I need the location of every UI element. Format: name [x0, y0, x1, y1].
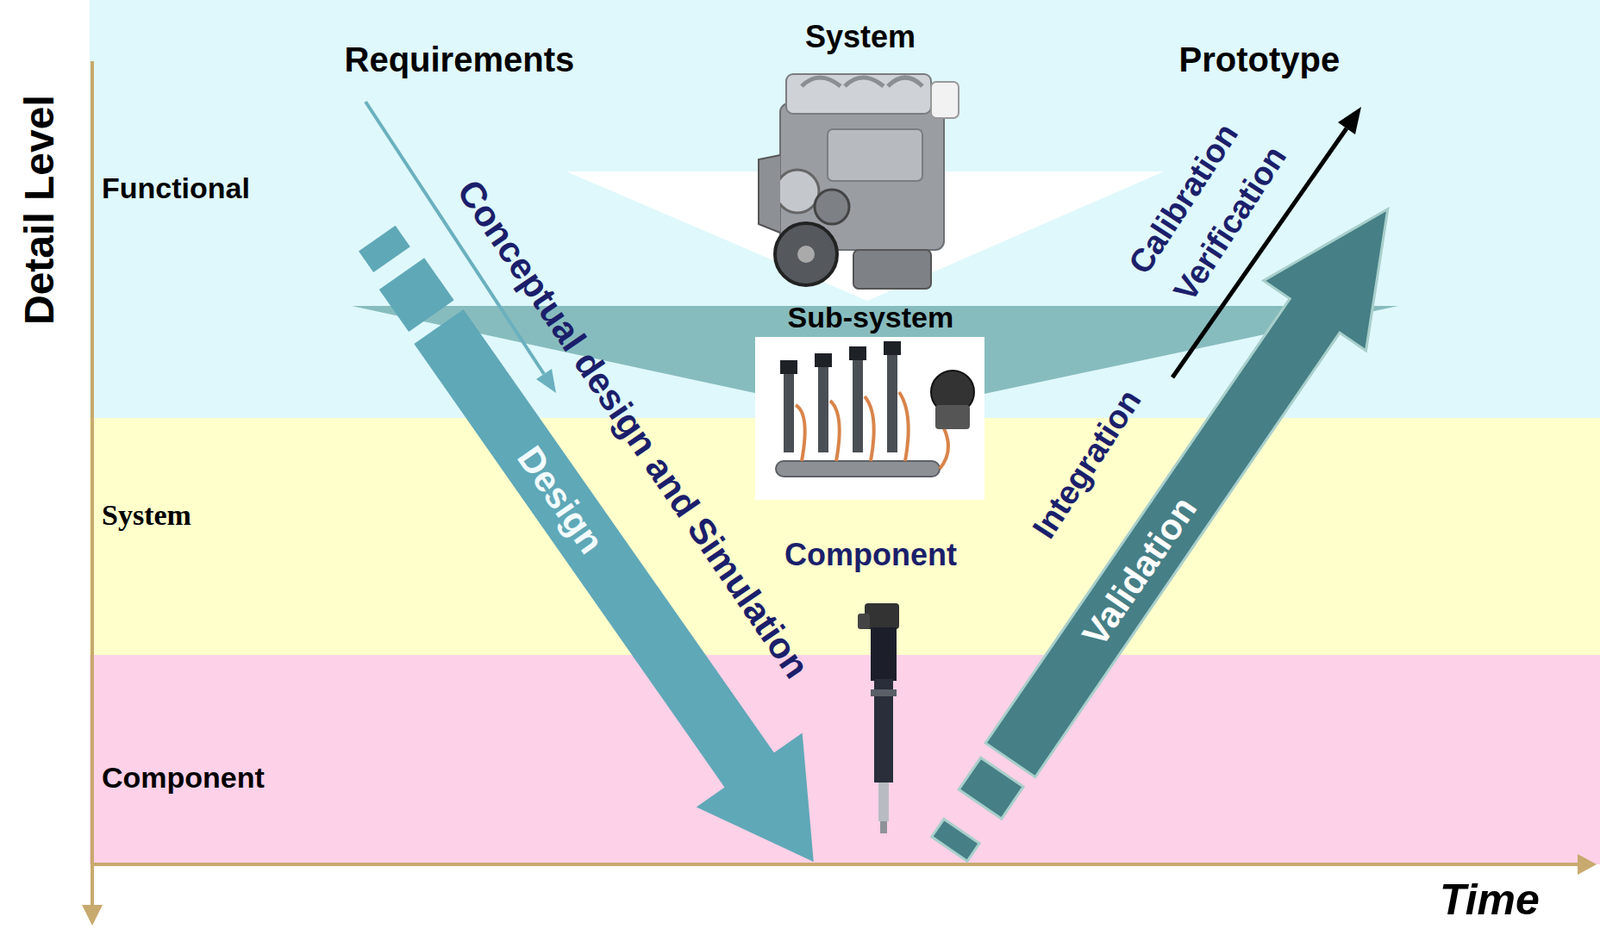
injector-plug	[857, 613, 870, 630]
axis-title: Detail Level	[14, 94, 63, 325]
pulley-hub	[797, 245, 815, 263]
phase-heading: Requirements	[344, 39, 575, 80]
arrow-dash	[379, 257, 455, 332]
injector-head	[849, 346, 867, 361]
component-band-fill	[89, 655, 1600, 865]
injector-head	[870, 627, 897, 682]
pulley	[814, 189, 850, 225]
intake-runners	[801, 77, 923, 87]
arrow-head	[696, 732, 867, 900]
component-band: Component	[89, 655, 1600, 865]
oil-pan	[853, 250, 932, 289]
axis-title: Time	[1439, 875, 1540, 926]
level-heading: Component	[784, 537, 957, 573]
injector	[818, 355, 829, 453]
injector-illustration	[857, 603, 900, 834]
injector-nozzle	[878, 782, 889, 822]
injector	[783, 362, 794, 453]
axis-line	[92, 862, 1578, 867]
alternator	[775, 169, 819, 213]
band-label: System	[101, 498, 192, 532]
axis-arrowhead	[1577, 854, 1597, 875]
phase-heading: Prototype	[1179, 39, 1341, 80]
arrow-dash	[931, 818, 980, 862]
thin-arrowhead	[536, 368, 557, 394]
fuel-rail	[775, 461, 940, 477]
fuel-rail-illustration	[755, 337, 985, 500]
belt-cover	[758, 155, 781, 233]
injector	[852, 348, 863, 453]
validation-arrow	[898, 174, 1439, 885]
injector-head	[883, 341, 901, 356]
axis-arrowhead	[81, 905, 103, 926]
functional-band: Functional	[89, 0, 1600, 419]
copper-pipes	[795, 392, 949, 469]
black-arrowhead	[1337, 106, 1362, 135]
level-heading: System	[805, 18, 916, 55]
band-label: Functional	[101, 171, 250, 206]
crank-pulley	[775, 223, 838, 286]
level-heading: Sub-system	[787, 300, 955, 335]
manifold	[827, 129, 923, 182]
reservoir	[931, 81, 959, 119]
axis-line	[90, 61, 94, 906]
injector	[887, 343, 898, 453]
injector-head	[780, 360, 798, 375]
engine-illustration	[758, 74, 959, 289]
arrow-dash	[358, 225, 411, 273]
photo-ground	[755, 337, 985, 500]
valve-cover	[786, 74, 932, 114]
arrow-dash	[958, 757, 1024, 819]
band-label: Component	[101, 761, 265, 795]
injector-head	[814, 353, 832, 368]
injector-ring	[870, 689, 897, 697]
pump-body	[935, 405, 970, 430]
injector-heads	[780, 341, 901, 375]
injector-tip	[880, 821, 888, 834]
